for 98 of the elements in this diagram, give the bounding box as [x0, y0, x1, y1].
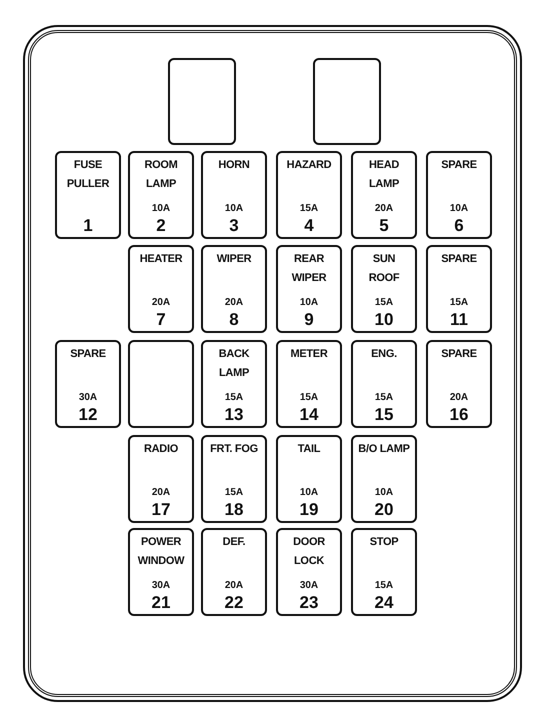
- fuse-name: SPARE: [441, 252, 477, 267]
- fuse-slot: [55, 151, 121, 239]
- fuse-slot: [201, 151, 267, 239]
- fuse-slot: [351, 528, 417, 616]
- fuse-name: REAR WIPER: [290, 252, 328, 286]
- fuse-rating: 10A: [152, 202, 170, 216]
- fuse-rating: 20A: [152, 486, 170, 500]
- fuse-rating: 30A: [300, 579, 318, 593]
- fuse-slot: [128, 245, 194, 333]
- fuse-number: 24: [374, 593, 394, 612]
- fuse-rating: 10A: [300, 486, 318, 500]
- fuse-rating: 15A: [374, 296, 394, 310]
- relay-slot: [313, 58, 381, 145]
- fuse-number: 15: [374, 405, 394, 424]
- fuse-name: FUSE PULLER: [66, 158, 110, 192]
- fuse-number: 22: [224, 593, 244, 612]
- fuse-number: 11: [450, 310, 468, 329]
- fuse-number: 14: [300, 405, 318, 424]
- fuse-rating: 15A: [374, 579, 394, 593]
- fuse-name: DEF.: [222, 535, 246, 550]
- fuse-name: METER: [290, 347, 328, 362]
- fuse-rating: 15A: [224, 391, 244, 405]
- fuse-name: SPARE: [441, 158, 477, 173]
- fuse-name: POWER WINDOW: [136, 535, 186, 569]
- fuse-number: 6: [454, 216, 464, 235]
- fuse-number: 13: [224, 405, 244, 424]
- fuse-number: 8: [229, 310, 239, 329]
- fuse-name: SPARE: [441, 347, 477, 362]
- fuse-slot: [201, 435, 267, 523]
- fuse-name: STOP: [370, 535, 398, 550]
- fuse-name: SPARE: [70, 347, 106, 362]
- fuse-rating: 10A: [450, 202, 468, 216]
- relay-slot: [128, 340, 194, 428]
- fuse-name: WIPER: [216, 252, 252, 267]
- fuse-number: 17: [152, 500, 170, 519]
- fuse-number: 1: [83, 216, 93, 235]
- fuse-number: 3: [229, 216, 239, 235]
- fuse-name: HAZARD: [286, 158, 332, 173]
- fuse-rating: 15A: [300, 391, 318, 405]
- fuse-name: HEAD LAMP: [368, 158, 400, 192]
- fuse-name: DOOR LOCK: [292, 535, 326, 569]
- fuse-name: FRT. FOG: [210, 442, 258, 457]
- fuse-number: 20: [374, 500, 394, 519]
- fuse-number: 2: [156, 216, 166, 235]
- fuse-slot: [426, 151, 492, 239]
- fuse-slot: [351, 245, 417, 333]
- fuse-slot: [351, 435, 417, 523]
- fuse-rating: 30A: [78, 391, 98, 405]
- fuse-rating: 20A: [152, 296, 170, 310]
- fuse-slot: [128, 435, 194, 523]
- fuse-slot: [201, 340, 267, 428]
- fuse-rating: 30A: [152, 579, 170, 593]
- fuse-number: 5: [379, 216, 389, 235]
- fuse-name: HEATER: [140, 252, 182, 267]
- fuse-slot: [276, 435, 342, 523]
- fuse-name: HORN: [218, 158, 250, 173]
- fuse-slot: [276, 340, 342, 428]
- fuse-number: 16: [450, 405, 468, 424]
- fuse-slot: [55, 340, 121, 428]
- fuse-number: 7: [156, 310, 166, 329]
- fuse-number: 10: [374, 310, 394, 329]
- fuse-slot: [128, 528, 194, 616]
- fuse-number: 19: [300, 500, 318, 519]
- fuse-rating: 15A: [300, 202, 318, 216]
- fuse-slot: [201, 245, 267, 333]
- fuse-slot: [276, 151, 342, 239]
- fuse-slot: [351, 151, 417, 239]
- fuse-rating: 10A: [224, 202, 244, 216]
- fuse-rating: 10A: [300, 296, 318, 310]
- fuse-rating: 15A: [224, 486, 244, 500]
- fuse-slot: [276, 528, 342, 616]
- fuse-rating: 20A: [450, 391, 468, 405]
- fuse-number: 9: [304, 310, 314, 329]
- fuse-name: ENG.: [371, 347, 397, 362]
- fuse-number: 18: [224, 500, 244, 519]
- fuse-rating: 15A: [374, 391, 394, 405]
- fuse-rating: 20A: [224, 296, 244, 310]
- fuse-name: B/O LAMP: [358, 442, 410, 457]
- fuse-rating: 10A: [374, 486, 394, 500]
- fuse-name: BACK LAMP: [218, 347, 250, 381]
- fuse-rating: 20A: [224, 579, 244, 593]
- fuse-slot: [276, 245, 342, 333]
- fuse-slot: [351, 340, 417, 428]
- relay-slot: [168, 58, 236, 145]
- fuse-slot: [201, 528, 267, 616]
- fuse-rating: 20A: [374, 202, 394, 216]
- fuse-rating: 15A: [450, 296, 468, 310]
- fuse-slot: [128, 151, 194, 239]
- fuse-name: TAIL: [298, 442, 320, 457]
- fuse-name: ROOM LAMP: [143, 158, 179, 192]
- fuse-number: 12: [78, 405, 98, 424]
- fuse-number: 21: [152, 593, 170, 612]
- fuse-name: RADIO: [144, 442, 178, 457]
- fuse-slot: [426, 340, 492, 428]
- fuse-name: SUN ROOF: [368, 252, 400, 286]
- fuse-number: 4: [304, 216, 314, 235]
- fuse-number: 23: [300, 593, 318, 612]
- fuse-slot: [426, 245, 492, 333]
